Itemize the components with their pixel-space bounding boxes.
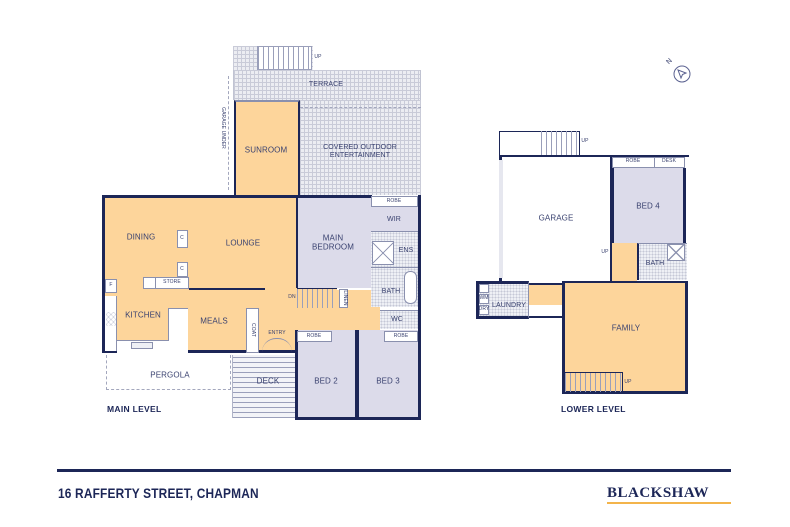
bed-4 (612, 168, 686, 243)
bed-2 (295, 330, 358, 420)
lounge-divider-wall (189, 288, 265, 290)
garage-door-left (499, 160, 503, 278)
ens-label: ENS (398, 246, 414, 254)
lower-hall (612, 243, 637, 283)
covered-outdoor-entertainment (300, 100, 421, 195)
entry-door-icon (262, 338, 292, 352)
bath-label: BATH (381, 287, 401, 295)
lower-passage-store (529, 305, 562, 318)
main-bedroom-label-1: MAIN (322, 233, 344, 243)
family-stairs (565, 372, 623, 392)
covered-outdoor-label-1: COVERED OUTDOOR (323, 143, 397, 151)
store-label: STORE (163, 279, 181, 286)
terrace-stairs (257, 46, 312, 70)
living-area (102, 195, 298, 353)
garage (499, 155, 612, 285)
north-compass-icon (673, 65, 691, 83)
bed-3 (357, 330, 421, 420)
main-robe-label: ROBE (386, 198, 402, 205)
deck-label: DECK (256, 376, 280, 386)
family-stairs-up-label: UP (624, 379, 632, 386)
laundry-sink (479, 284, 489, 293)
main-stairs (297, 288, 337, 308)
covered-outdoor-dashed-edge (300, 107, 421, 108)
bathtub (404, 271, 417, 304)
cupboard-bottom (177, 262, 188, 277)
garage-under-dashed (228, 76, 229, 190)
coat-label: COAT (249, 323, 256, 337)
footer-rule (57, 469, 731, 472)
brand-logo: BLACKSHAW (607, 485, 710, 501)
terrace-stairs-up-label: UP (314, 54, 322, 61)
pergola-label: PERGOLA (150, 370, 190, 380)
fridge-label: F (109, 282, 113, 289)
kitchen-label: KITCHEN (125, 310, 161, 320)
washing-machine (479, 294, 489, 304)
garage-stairs-up-label: UP (581, 138, 589, 145)
lounge-label: LOUNGE (225, 238, 261, 248)
wm-label: WM (479, 295, 489, 302)
stairs-dn-label: DN (288, 294, 296, 301)
main-bedroom-label-2: BEDROOM (311, 242, 355, 252)
wir-label: WIR (387, 215, 401, 223)
wir (371, 207, 418, 231)
store (155, 277, 189, 289)
garage-label: GARAGE (538, 213, 574, 223)
sunroom (234, 100, 300, 196)
dry-label: DRY (478, 306, 490, 313)
wc-label: WC (391, 315, 403, 323)
covered-outdoor-label-2: ENTERTAINMENT (329, 151, 391, 159)
ensuite-shower (372, 241, 394, 265)
sink-icon (131, 342, 153, 349)
lower-level-title: LOWER LEVEL (561, 404, 626, 414)
terrace (233, 70, 421, 100)
lower-hall-up-label: UP (601, 249, 609, 256)
main-level-title: MAIN LEVEL (107, 404, 162, 414)
brand-underline (607, 502, 731, 504)
bed-3-robe-label: ROBE (393, 333, 409, 340)
dryer (479, 305, 489, 315)
linen-cupboard (339, 289, 348, 308)
entry-label: ENTRY (268, 330, 286, 337)
lower-bath-shower (667, 244, 685, 261)
meals-label: MEALS (200, 316, 228, 326)
main-robe (371, 196, 418, 207)
fridge (105, 279, 117, 293)
bed-2-robe-label: ROBE (306, 333, 322, 340)
property-address: 16 RAFFERTY STREET, CHAPMAN (58, 485, 259, 501)
bed-3-robe (384, 331, 418, 342)
linen-label: LINEN (341, 290, 348, 306)
cupboard-top-label: C (180, 235, 184, 242)
deck (232, 355, 295, 418)
family-label: FAMILY (611, 323, 641, 333)
bed-3-label: BED 3 (376, 376, 400, 386)
bed-2-label: BED 2 (314, 376, 338, 386)
cupboard-bottom-label: C (180, 266, 184, 273)
desk (654, 157, 685, 168)
bed-4-label: BED 4 (636, 201, 660, 211)
main-bedroom (296, 195, 372, 288)
pergola (106, 355, 231, 390)
terrace-label: TERRACE (308, 80, 344, 88)
lower-passage (529, 283, 563, 305)
lower-bath-label: BATH (645, 259, 665, 267)
bed-2-robe (297, 331, 332, 342)
east-wall (418, 195, 421, 420)
laundry-label: LAUNDRY (491, 301, 527, 309)
cooktop-icon (106, 312, 116, 326)
cupboard-top (177, 230, 188, 248)
garage-under-label: GARAGE UNDER (219, 107, 226, 149)
wc (380, 310, 418, 329)
garage-top-stairs (541, 131, 579, 155)
desk-label: DESK (661, 158, 677, 165)
dining-label: DINING (126, 232, 156, 242)
sunroom-label: SUNROOM (244, 145, 288, 155)
bed-4-robe-label: ROBE (625, 158, 641, 165)
lower-top-wall (499, 155, 689, 157)
kitchen-island (168, 308, 188, 353)
coat-cupboard (246, 308, 259, 353)
